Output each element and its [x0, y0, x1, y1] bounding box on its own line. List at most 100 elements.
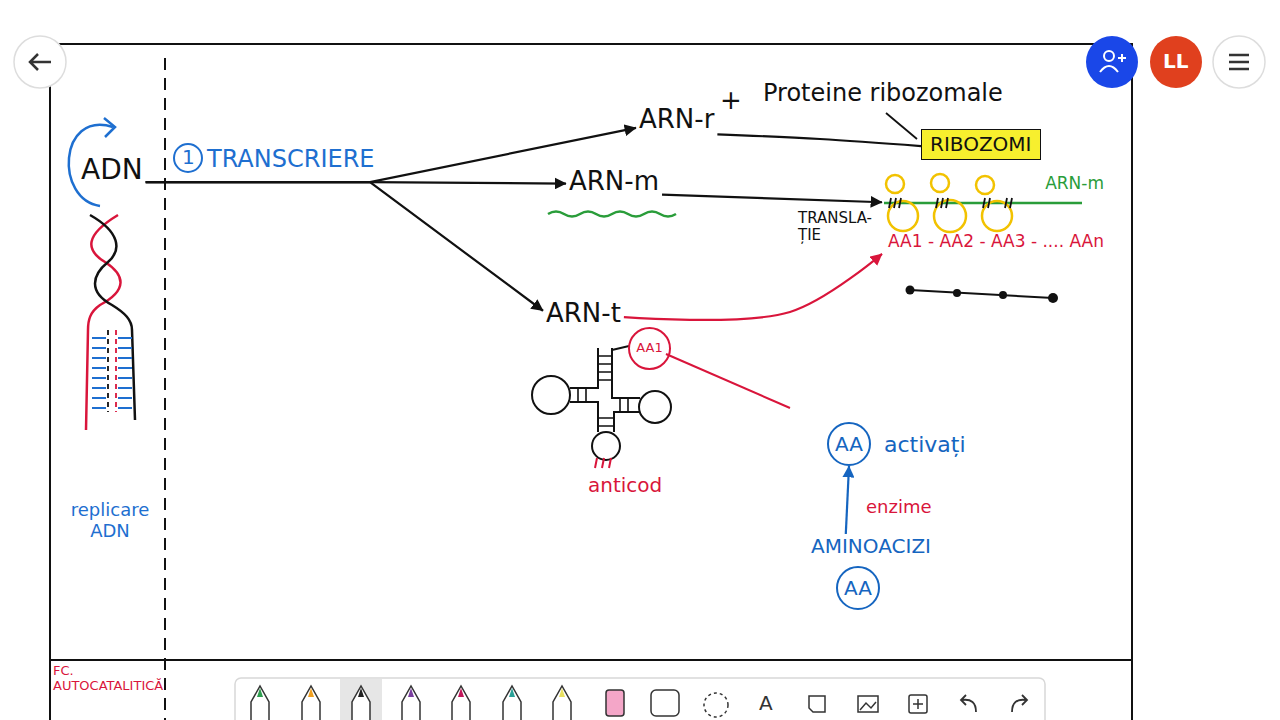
top-buttons: [14, 36, 66, 88]
state-label: activați: [884, 432, 966, 457]
node-text: AA: [835, 433, 863, 456]
dna-drawing: [92, 387, 132, 389]
toolbar: [559, 688, 565, 697]
trna-cloverleaf: [578, 356, 628, 426]
mrna-wave: [548, 212, 676, 217]
toolbar: [651, 690, 679, 716]
ribosome-drawing: [953, 289, 961, 297]
ribosome-box: RIBOZOMI: [921, 129, 1041, 160]
top-buttons: [30, 54, 51, 70]
node-text: ARN-m: [569, 167, 659, 197]
step-number: 1: [182, 146, 195, 169]
top-buttons: [1086, 36, 1138, 88]
node-text: ARN-t: [546, 299, 621, 329]
rna-label: ARN-m: [566, 166, 662, 198]
ribosome-drawing: [931, 174, 949, 192]
connector-arrow: [846, 466, 849, 534]
toolbar: [809, 696, 825, 712]
ribosome-drawing: [982, 201, 1012, 231]
toolbar: [606, 690, 624, 716]
toolbar: [1012, 695, 1027, 712]
toolbar: [235, 678, 1045, 720]
toolbar: [704, 693, 728, 717]
dna-drawing: [92, 357, 132, 359]
node-text: RIBOZOMI: [930, 133, 1032, 156]
dna-drawing: [90, 215, 135, 420]
trna-cloverleaf: [595, 458, 611, 468]
text-tool-icon: A: [759, 692, 773, 715]
leader-lines: [886, 113, 917, 139]
top-buttons: [1150, 36, 1202, 88]
connector-layer: [146, 128, 921, 534]
connector-arrow: [717, 134, 921, 146]
enzyme-label: enzime: [866, 497, 932, 518]
mrna-label: ARN-m: [1045, 174, 1104, 194]
top-buttons: [1100, 54, 1126, 72]
ribosome-drawing: [888, 201, 918, 231]
process-label: replicare ADN: [60, 500, 160, 541]
ribosome-drawing: [884, 174, 1082, 303]
ribosome-drawing: [999, 291, 1007, 299]
node-text: AMINOACIZI: [811, 535, 931, 558]
connector-arrow: [662, 195, 882, 203]
toolbar: [858, 696, 878, 712]
trna-cloverleaf: [532, 376, 570, 414]
toolbar: [302, 686, 320, 720]
rna-label: ARN-t: [543, 298, 624, 330]
top-buttons: [14, 36, 1265, 88]
board-frame: [50, 44, 1132, 720]
toolbar: [509, 688, 515, 697]
leader-lines: [612, 346, 629, 350]
toolbar: [402, 686, 420, 720]
amino-acid-chain: AA1 - AA2 - AA3 - .... AAn: [888, 232, 1104, 252]
anticodon-label: anticod: [588, 474, 662, 497]
step-number-circle: [174, 144, 202, 172]
ribosome-drawing: [1048, 293, 1058, 303]
trna-cloverleaf: [532, 348, 671, 468]
toolbar: [909, 695, 927, 713]
amino-acid-circle: AA1: [628, 327, 671, 370]
dna-drawing: [92, 377, 132, 379]
leader-lines: [612, 113, 917, 408]
dna-drawing: [104, 118, 115, 137]
ribosome-drawing: [886, 175, 904, 193]
node-text: AA1: [636, 341, 662, 356]
component-label: Proteine ribozomale: [763, 80, 1003, 108]
amino-acid-label: AMINOACIZI: [808, 534, 934, 559]
top-buttons: [1229, 55, 1249, 69]
toolbar: [358, 688, 364, 697]
ribosome-drawing: [889, 198, 1012, 208]
top-buttons: [1213, 36, 1265, 88]
ribosome-drawing: [906, 286, 915, 295]
toolbar: [251, 686, 269, 720]
top-buttons: [1104, 51, 1114, 61]
toolbar: [452, 686, 470, 720]
toolbar: [961, 695, 976, 712]
process-title: TRANSCRIERE: [207, 146, 374, 174]
node-text: ARN-r: [639, 105, 714, 135]
board-frame: [50, 44, 1132, 720]
node-text: ADN: [81, 154, 143, 186]
toolbar: [308, 688, 314, 697]
dna-drawing: [107, 330, 109, 412]
process-label: TRANSLA- ȚIE: [798, 210, 878, 245]
dna-drawing: [115, 330, 117, 412]
connector-arrow: [624, 254, 882, 320]
leader-lines: [666, 354, 790, 408]
note-label: FC. AUTOCATALITICĂ: [53, 664, 165, 694]
dna-drawing: [92, 397, 132, 399]
molecule-label: ADN: [78, 153, 146, 187]
dna-drawing: [92, 338, 132, 408]
toolbar: [913, 699, 923, 709]
trna-cloverleaf: [639, 391, 671, 423]
node-text: AA: [844, 577, 872, 600]
dna-drawing: [92, 407, 132, 409]
amino-acid-circle: AA: [836, 566, 880, 610]
toolbar: [340, 679, 382, 720]
toolbar: [553, 686, 571, 720]
dna-drawing: [92, 367, 132, 369]
